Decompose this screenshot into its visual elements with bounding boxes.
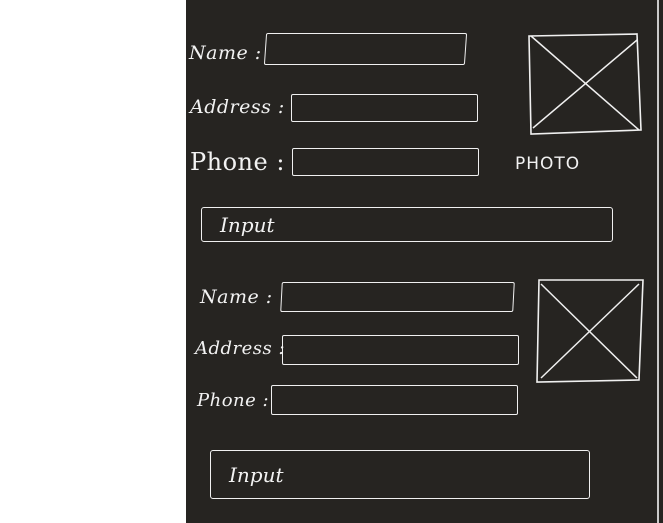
photo-caption: PHOTO (515, 154, 581, 174)
input-field-1[interactable]: Input (201, 207, 613, 242)
x-box-image-icon (528, 33, 642, 135)
input-label-1: Input (220, 212, 275, 237)
address-field[interactable] (291, 94, 478, 122)
name-field[interactable] (280, 282, 515, 312)
photo-placeholder-1[interactable] (525, 30, 643, 136)
board-edge-divider (657, 0, 659, 523)
address-label: Address : (195, 338, 286, 359)
address-label: Address : (190, 96, 285, 118)
name-label: Name : (200, 286, 273, 308)
x-box-image-icon (536, 279, 644, 383)
photo-placeholder-2[interactable] (533, 276, 647, 384)
chalkboard-canvas (186, 0, 663, 523)
input-label-2: Input (229, 462, 284, 487)
phone-label: Phone : (197, 390, 270, 411)
phone-label: Phone : (190, 148, 285, 176)
address-field[interactable] (282, 335, 519, 365)
phone-field[interactable] (271, 385, 518, 415)
phone-field[interactable] (292, 148, 479, 176)
name-label: Name : (189, 42, 262, 64)
input-field-2[interactable]: Input (210, 450, 590, 499)
name-field[interactable] (263, 33, 468, 65)
